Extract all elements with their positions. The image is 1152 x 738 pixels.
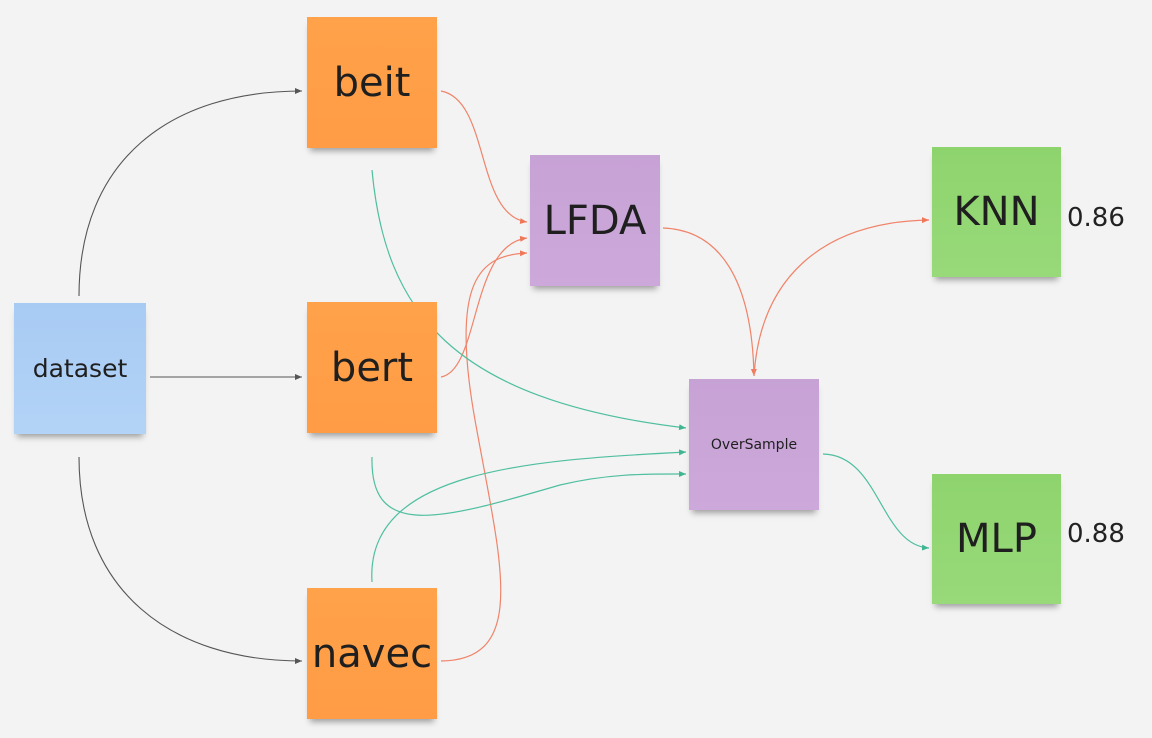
edge-dataset-navec bbox=[78, 456, 303, 664]
node-knn-label: KNN bbox=[953, 189, 1040, 235]
node-dataset[interactable]: dataset bbox=[14, 303, 146, 434]
node-lfda[interactable]: LFDA bbox=[530, 155, 660, 286]
node-navec-label: navec bbox=[311, 630, 433, 677]
node-dataset-label: dataset bbox=[32, 354, 128, 383]
node-oversample-label: OverSample bbox=[710, 436, 798, 453]
edge-beit-oversample bbox=[371, 169, 687, 431]
node-bert[interactable]: bert bbox=[307, 302, 437, 433]
node-mlp[interactable]: MLP bbox=[932, 474, 1061, 604]
node-lfda-label: LFDA bbox=[543, 197, 647, 244]
node-knn[interactable]: KNN bbox=[932, 147, 1061, 277]
edge-oversample-mlp bbox=[822, 453, 930, 551]
edge-navec-oversample bbox=[371, 449, 687, 583]
node-navec[interactable]: navec bbox=[307, 588, 437, 719]
edge-oversample-knn bbox=[753, 217, 930, 377]
edge-bert-lfda bbox=[440, 235, 528, 378]
node-oversample[interactable]: OverSample bbox=[689, 379, 819, 510]
edge-dataset-beit bbox=[78, 88, 303, 297]
mlp-score: 0.88 bbox=[1067, 519, 1125, 549]
knn-score: 0.86 bbox=[1067, 203, 1125, 233]
node-beit[interactable]: beit bbox=[307, 17, 437, 148]
edge-lfda-oversample bbox=[662, 227, 757, 377]
node-bert-label: bert bbox=[330, 344, 414, 391]
edge-bert-oversample bbox=[371, 456, 687, 516]
node-mlp-label: MLP bbox=[956, 516, 1037, 562]
node-beit-label: beit bbox=[333, 59, 411, 106]
edge-navec-lfda bbox=[440, 250, 528, 662]
edge-beit-lfda bbox=[440, 90, 528, 225]
